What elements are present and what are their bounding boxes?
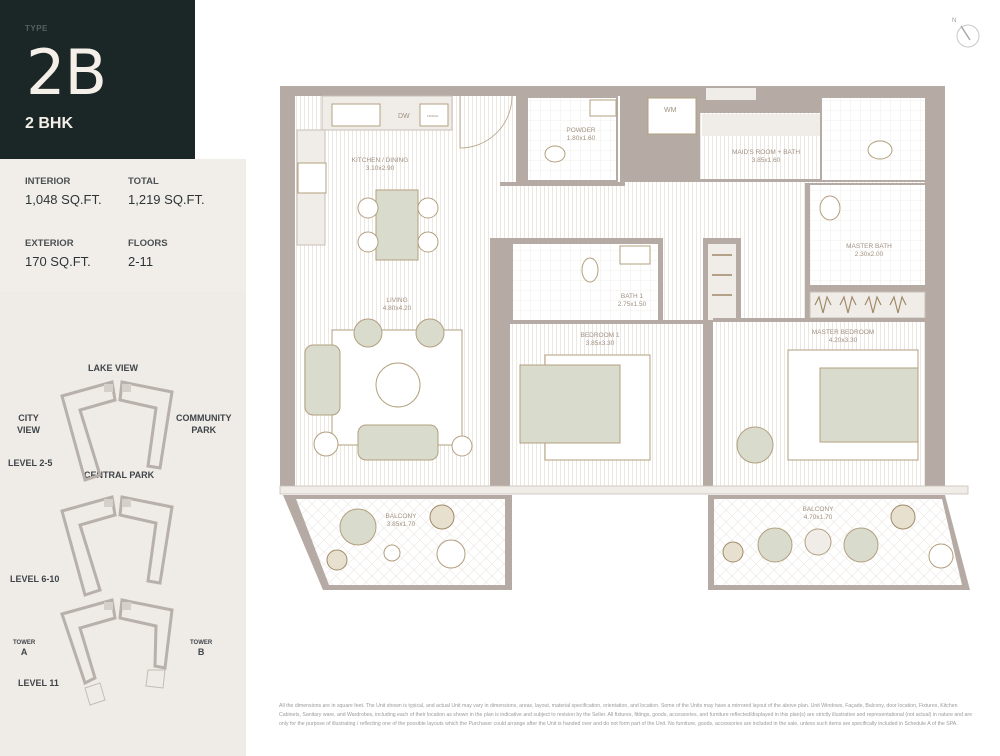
- armchair-icon: [415, 318, 445, 348]
- toilet-icon: [544, 145, 566, 163]
- room-label-living: LIVING: [386, 297, 407, 304]
- level-label-11: LEVEL 11: [18, 678, 59, 688]
- room-label-maids-room: MAID'S ROOM + BATH: [732, 149, 800, 156]
- sofa-icon[interactable]: [304, 344, 341, 416]
- room-label-master-bedroom: MASTER BEDROOM: [812, 329, 874, 336]
- unit-configuration: 2 BHK: [25, 115, 74, 132]
- cooktop-icon: [297, 162, 327, 194]
- basin-icon: [619, 245, 651, 265]
- unit-type-code: 2B: [26, 36, 107, 109]
- tower-block-level-2-5: [60, 380, 174, 482]
- level-label-2-5: LEVEL 2-5: [8, 458, 53, 468]
- toilet-icon: [867, 140, 893, 160]
- basin-icon: [589, 99, 617, 117]
- svg-text:3.10x2.90: 3.10x2.90: [366, 165, 395, 172]
- tower-block-level-6-10: [60, 495, 174, 597]
- svg-text:4.70x1.70: 4.70x1.70: [804, 514, 833, 521]
- sofa-icon[interactable]: [357, 424, 439, 461]
- svg-text:N: N: [952, 18, 956, 24]
- dishwasher-label: DW: [398, 113, 410, 120]
- svg-text:2.30x2.00: 2.30x2.00: [855, 251, 884, 258]
- level-label-6-10: LEVEL 6-10: [10, 574, 60, 584]
- dining-table[interactable]: [375, 189, 419, 261]
- washing-machine: [647, 97, 697, 135]
- coffee-table: [375, 362, 421, 408]
- fridge-icon: [419, 103, 449, 127]
- armchair-icon: [736, 426, 774, 464]
- svg-text:2.75x1.50: 2.75x1.50: [618, 301, 647, 308]
- view-label-lake: LAKE VIEW: [88, 363, 139, 373]
- svg-text:WM: WM: [664, 107, 677, 114]
- key-plan-towers: [60, 380, 174, 706]
- type-label: TYPE: [25, 24, 48, 33]
- room-label-balcony-left: BALCONY: [385, 513, 417, 520]
- svg-text:4.80x4.20: 4.80x4.20: [383, 305, 412, 312]
- room-label-kitchen: KITCHEN / DINING: [352, 157, 409, 164]
- svg-text:3.85x1.60: 3.85x1.60: [752, 157, 781, 164]
- maids-bath: [822, 98, 925, 180]
- svg-text:3.85x3.30: 3.85x3.30: [586, 340, 615, 347]
- room-label-powder: POWDER: [566, 127, 596, 134]
- svg-text:4.20x3.30: 4.20x3.30: [829, 337, 858, 344]
- tower-block-level-11: [60, 598, 174, 686]
- sink-icon: [331, 103, 381, 127]
- room-label-bedroom-1: BEDROOM 1: [580, 332, 619, 339]
- svg-text:3.85x1.70: 3.85x1.70: [387, 521, 416, 528]
- disclaimer-text: All the dimensions are in square feet. T…: [279, 703, 972, 727]
- svg-text:1.80x1.60: 1.80x1.60: [567, 135, 596, 142]
- svg-text:FRIDGE: FRIDGE: [427, 114, 438, 118]
- armchair-icon: [353, 318, 383, 348]
- room-label-master-bath: MASTER BATH: [846, 243, 892, 250]
- room-label-bath-1: BATH 1: [621, 293, 644, 300]
- toilet-icon: [819, 195, 841, 221]
- floor-plan: DW FRIDGE WM: [279, 86, 970, 590]
- view-label-central-park: CENTRAL PARK: [84, 470, 155, 480]
- bedroom-1-wardrobe: [708, 244, 736, 320]
- north-compass-icon: N: [952, 18, 980, 48]
- room-label-balcony-right: BALCONY: [802, 506, 834, 513]
- unit-type-header: TYPE 2B 2 BHK: [0, 0, 195, 159]
- toilet-icon: [581, 257, 599, 283]
- master-wardrobe: [809, 291, 926, 319]
- entrance-door[interactable]: [459, 95, 513, 149]
